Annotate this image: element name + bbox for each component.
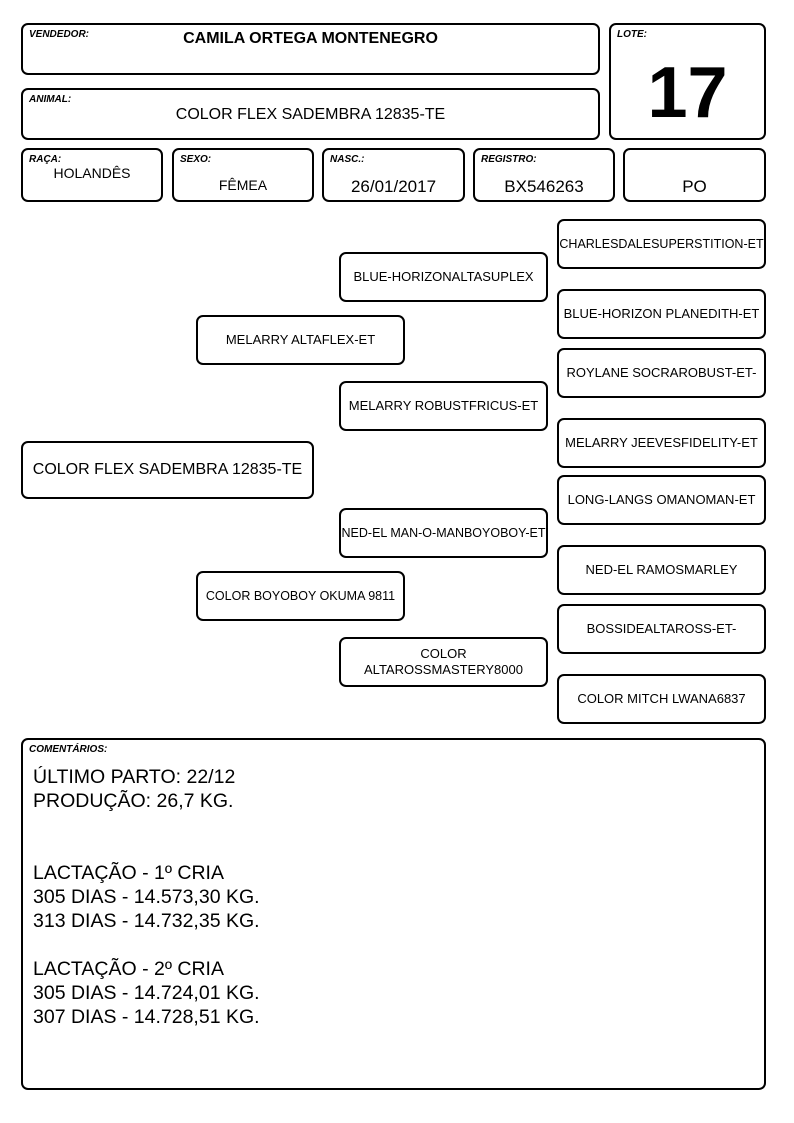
category-value: PO [682,177,707,196]
seller-name: CAMILA ORTEGA MONTENEGRO [183,30,438,47]
pedigree-dam-sire: NED-EL MAN-O-MANBOYOBOY-ET [339,508,548,558]
pedigree-sire: MELARRY ALTAFLEX-ET [196,315,405,365]
registry-label: REGISTRO: [481,154,537,165]
pedigree-ggp-4: MELARRY JEEVESFIDELITY-ET [557,418,766,468]
pedigree-ggp-2: BLUE-HORIZON PLANEDITH-ET [557,289,766,339]
animal-box: ANIMAL: COLOR FLEX SADEMBRA 12835-TE [21,88,600,140]
registry-value: BX546263 [504,177,584,196]
lot-box: LOTE: 17 [609,23,766,140]
registry-box: REGISTRO: BX546263 [473,148,615,202]
breed-box: RAÇA: HOLANDÊS [21,148,163,202]
pedigree-animal: COLOR FLEX SADEMBRA 12835-TE [21,441,314,499]
pedigree-dam-dam: COLOR ALTAROSSMASTERY8000 [339,637,548,687]
pedigree-sire-sire: BLUE-HORIZONALTASUPLEX [339,252,548,302]
sex-box: SEXO: FÊMEA [172,148,314,202]
sex-label: SEXO: [180,154,212,165]
comments-box: COMENTÁRIOS: ÚLTIMO PARTO: 22/12 PRODUÇÃ… [21,738,766,1090]
animal-name: COLOR FLEX SADEMBRA 12835-TE [175,106,446,123]
seller-label: VENDEDOR: [29,29,90,40]
birth-date-box: NASC.: 26/01/2017 [322,148,465,202]
pedigree-ggp-1: CHARLESDALESUPERSTITION-ET [557,219,766,269]
birth-date-label: NASC.: [330,154,365,165]
breed-value: HOLANDÊS [53,165,131,181]
category-box: PO [623,148,766,202]
lot-label: LOTE: [617,29,647,40]
comments-text: ÚLTIMO PARTO: 22/12 PRODUÇÃO: 26,7 KG. L… [33,766,260,1028]
sex-value: FÊMEA [218,177,268,193]
seller-box: VENDEDOR: CAMILA ORTEGA MONTENEGRO [21,23,600,75]
birth-date-value: 26/01/2017 [350,177,437,196]
pedigree-ggp-5: LONG-LANGS OMANOMAN-ET [557,475,766,525]
pedigree-ggp-8: COLOR MITCH LWANA6837 [557,674,766,724]
animal-label: ANIMAL: [29,94,72,105]
pedigree-ggp-3: ROYLANE SOCRAROBUST-ET- [557,348,766,398]
pedigree-dam-dam-line2: ALTAROSSMASTERY8000 [364,662,523,677]
breed-label: RAÇA: [29,154,62,165]
comments-label: COMENTÁRIOS: [29,744,108,755]
pedigree-dam-dam-line1: COLOR [420,646,467,661]
pedigree-ggp-7: BOSSIDEALTAROSS-ET- [557,604,766,654]
pedigree-sire-dam: MELARRY ROBUSTFRICUS-ET [339,381,548,431]
lot-number: 17 [647,53,728,133]
pedigree-ggp-6: NED-EL RAMOSMARLEY [557,545,766,595]
pedigree-dam: COLOR BOYOBOY OKUMA 9811 [196,571,405,621]
